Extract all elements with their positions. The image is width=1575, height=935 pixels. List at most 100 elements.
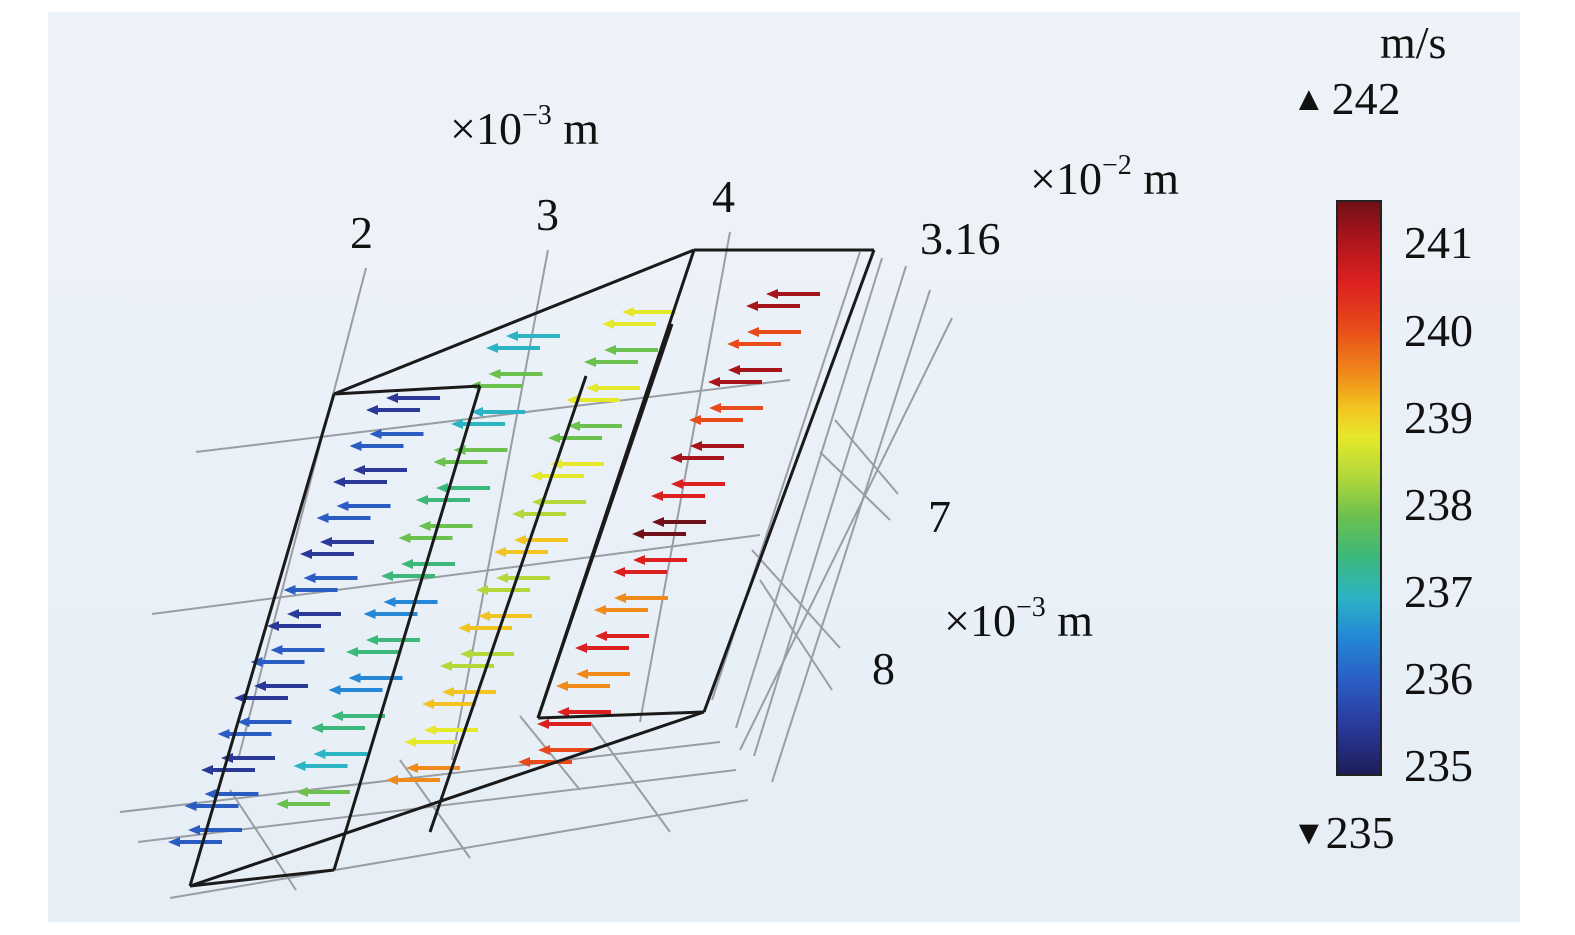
grid-lines: [119, 231, 953, 899]
velocity-arrow: [346, 647, 400, 657]
velocity-arrow: [496, 573, 550, 583]
velocity-arrow: [690, 441, 744, 451]
x-tick-label: 4: [712, 171, 735, 222]
velocity-arrow: [586, 383, 640, 393]
velocity-arrow: [557, 707, 611, 717]
velocity-arrow: [747, 327, 801, 337]
z-tick-label: 7: [928, 491, 951, 542]
velocity-arrow: [424, 725, 478, 735]
velocity-arrow: [584, 357, 638, 367]
colorbar: [1336, 200, 1382, 776]
velocity-arrow: [328, 685, 383, 695]
velocity-arrow: [728, 365, 782, 375]
velocity-arrow: [270, 645, 325, 655]
grid-line: [237, 267, 367, 761]
velocity-arrow: [320, 537, 374, 547]
colorbar-tick: 239: [1404, 392, 1473, 443]
velocity-arrow: [478, 611, 532, 621]
velocity-arrow: [576, 669, 630, 679]
velocity-arrow: [486, 343, 540, 353]
velocity-arrow: [348, 673, 403, 683]
velocity-arrow: [538, 745, 592, 755]
grid-line: [834, 419, 899, 495]
velocity-arrow: [709, 403, 763, 413]
velocity-arrow: [727, 339, 781, 349]
box-edge: [332, 385, 482, 871]
colorbar-tick: 238: [1404, 479, 1473, 530]
velocity-arrow: [614, 593, 668, 603]
velocity-arrow: [316, 513, 371, 523]
y-tick-label: 3.16: [920, 213, 1001, 264]
colorbar-max-marker: ▲242: [1292, 73, 1401, 124]
velocity-arrow: [488, 369, 543, 379]
velocity-arrow: [287, 609, 341, 619]
velocity-arrow: [442, 687, 496, 697]
velocity-arrow: [336, 501, 391, 511]
box-edge: [537, 710, 705, 720]
velocity-arrow: [386, 775, 440, 785]
velocity-arrow: [594, 605, 648, 615]
velocity-arrow: [537, 719, 591, 729]
velocity-arrow: [471, 407, 525, 417]
velocity-arrow: [575, 643, 629, 653]
grid-line: [753, 265, 907, 757]
velocity-arrow: [652, 517, 706, 527]
velocity-arrow: [422, 699, 476, 709]
grid-line: [759, 579, 833, 691]
velocity-arrow: [670, 453, 724, 463]
velocity-arrow: [548, 433, 602, 443]
colorbar-tick: 235: [1404, 740, 1473, 791]
velocity-arrow: [366, 405, 420, 415]
colorbar-tick: 240: [1404, 305, 1473, 356]
velocity-arrow: [476, 585, 530, 595]
velocity-arrow: [353, 465, 407, 475]
velocity-arrow: [436, 483, 490, 493]
colorbar-tick: 237: [1404, 566, 1473, 617]
velocity-arrow: [530, 471, 584, 481]
velocity-arrow: [331, 711, 385, 721]
plot-background: [48, 12, 1520, 922]
velocity-arrow: [313, 749, 368, 759]
velocity-arrow: [746, 301, 800, 311]
velocity-arrow: [168, 837, 222, 847]
velocity-arrow: [689, 415, 743, 425]
velocity-arrow: [633, 555, 687, 565]
colorbar-unit: m/s: [1380, 17, 1447, 68]
velocity-arrow: [283, 585, 338, 595]
x-axis-unit: ×10−3 m: [450, 100, 600, 154]
z-axis-unit: ×10−3 m: [944, 592, 1094, 646]
x-tick-label: 3: [536, 189, 559, 240]
velocity-arrow: [766, 289, 820, 299]
velocity-arrow: [622, 307, 676, 317]
box-edge: [333, 384, 481, 396]
grid-line: [739, 317, 953, 751]
grid-line: [639, 231, 731, 723]
velocity-arrow: [386, 393, 440, 403]
velocity-arrows: [168, 289, 820, 847]
velocity-arrow: [451, 419, 505, 429]
velocity-arrow: [632, 529, 686, 539]
velocity-arrow: [267, 621, 321, 631]
velocity-arrow: [234, 693, 288, 703]
box-edge: [333, 248, 695, 396]
colorbar-min-marker: ▼235: [1292, 807, 1395, 858]
box-edge: [189, 710, 705, 888]
velocity-arrow: [401, 559, 455, 569]
velocity-arrow: [237, 717, 292, 727]
grid-line: [771, 289, 931, 783]
velocity-arrow: [512, 509, 566, 519]
grid-line: [819, 451, 891, 521]
velocity-arrow: [188, 825, 242, 835]
grid-line: [151, 534, 761, 615]
velocity-arrow: [404, 737, 458, 747]
grid-line: [589, 721, 671, 833]
grid-line: [399, 759, 471, 859]
grid-line: [735, 257, 883, 729]
velocity-arrow: [369, 429, 424, 439]
velocity-arrow: [604, 345, 658, 355]
velocity-arrow: [381, 571, 435, 581]
grid-line: [195, 379, 791, 453]
velocity-arrow: [349, 441, 404, 451]
grid-line: [119, 741, 721, 813]
